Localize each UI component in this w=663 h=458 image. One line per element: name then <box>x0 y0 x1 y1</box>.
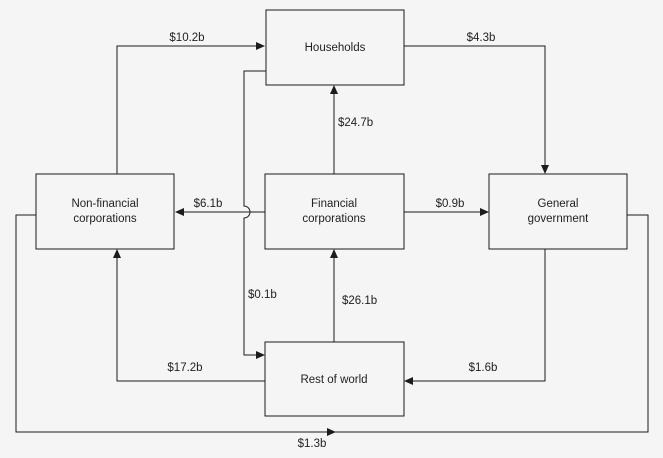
flow-amount-label: $10.2b <box>169 32 204 44</box>
flow-line <box>413 249 546 382</box>
node-box <box>264 341 405 417</box>
flow-nonfinancial-to-government: $1.3b <box>15 214 649 450</box>
flow-amount-label: $1.3b <box>298 438 327 450</box>
node-label: Rest of world <box>300 374 367 386</box>
flow-financial-to-households: $24.7b <box>330 85 373 174</box>
flow-restofworld-to-financial: $26.1b <box>330 249 377 342</box>
node-box <box>265 9 405 86</box>
arrowhead-up-icon <box>330 85 338 94</box>
flow-line <box>243 70 266 356</box>
node-label-line2: government <box>528 213 590 225</box>
node-general-government: General government <box>488 173 628 250</box>
flow-line <box>116 258 265 382</box>
flow-households-to-restofworld: $0.1b <box>243 70 277 359</box>
flow-government-to-restofworld: $1.6b <box>404 249 546 385</box>
node-label-line2: corporations <box>302 213 366 225</box>
node-nonfinancial-corporations: Non-financial corporations <box>35 173 175 250</box>
flow-amount-label: $26.1b <box>342 295 377 307</box>
node-label-line2: corporations <box>73 213 137 225</box>
flow-amount-label: $6.1b <box>194 198 223 210</box>
node-box <box>264 173 405 250</box>
node-label-line1: Financial <box>311 198 357 210</box>
arrowhead-down-icon <box>541 165 549 174</box>
flow-amount-label: $0.9b <box>436 198 465 210</box>
node-households: Households <box>265 9 405 86</box>
node-financial-corporations: Financial corporations <box>264 173 405 250</box>
node-label: Households <box>305 42 366 54</box>
arrowhead-left-icon <box>404 377 413 385</box>
arrowhead-left-icon <box>175 208 184 216</box>
flow-line <box>116 45 256 174</box>
node-label-line1: General <box>538 198 579 210</box>
arrowhead-up-icon <box>113 249 121 258</box>
arrowhead-right-icon <box>256 42 265 50</box>
flow-financial-to-government: $0.9b <box>404 198 489 216</box>
arrowhead-right-icon <box>327 428 336 436</box>
arrowhead-up-icon <box>330 249 338 258</box>
flow-financial-to-nonfinancial: $6.1b <box>175 198 265 216</box>
node-box <box>35 173 175 250</box>
node-label-line1: Non-financial <box>71 198 138 210</box>
flow-households-to-government: $4.3b <box>404 32 549 174</box>
flow-line <box>404 45 546 165</box>
node-rest-of-world: Rest of world <box>264 341 405 417</box>
flow-nonfinancial-to-households: $10.2b <box>116 32 265 174</box>
node-box <box>488 173 628 250</box>
arrowhead-right-icon <box>256 351 265 359</box>
flow-amount-label: $17.2b <box>167 362 202 374</box>
arrowhead-right-icon <box>480 208 489 216</box>
flow-restofworld-to-nonfinancial: $17.2b <box>113 249 265 382</box>
flow-amount-label: $4.3b <box>467 32 496 44</box>
flow-amount-label: $0.1b <box>248 289 277 301</box>
flow-amount-label: $24.7b <box>338 117 373 129</box>
flow-amount-label: $1.6b <box>469 362 498 374</box>
